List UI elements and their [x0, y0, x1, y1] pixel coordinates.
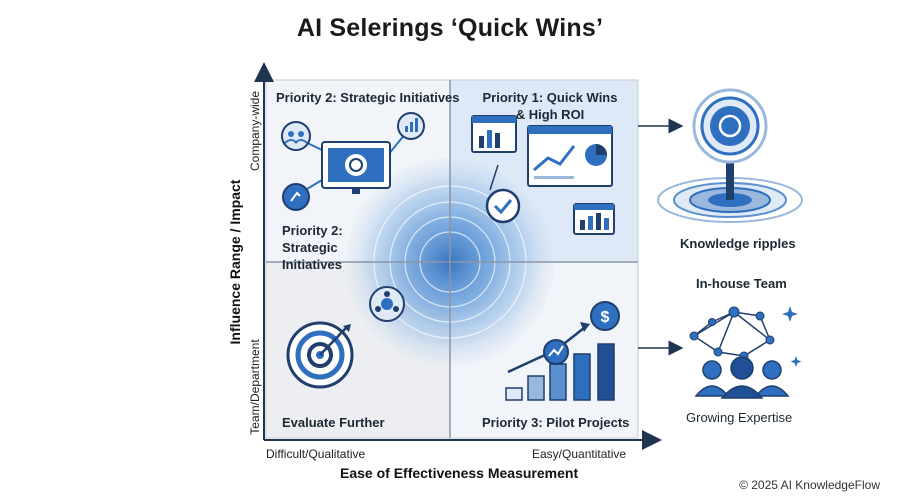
x-axis-title: Ease of Effectiveness Measurement — [340, 465, 579, 481]
strategy-network-icon — [281, 112, 425, 211]
quadrant-bottom-right-label: Priority 3: Pilot Projects — [482, 415, 630, 430]
quadrant-top-left-body: Priority 2: Strategic Initiatives — [282, 223, 343, 272]
quadrant-top-left-header: Priority 2: Strategic Initiatives — [276, 90, 460, 105]
hub-icon — [369, 286, 405, 322]
knowledge-ripples-icon — [657, 88, 803, 223]
target-icon — [286, 321, 354, 389]
y-axis-bottom-label: Team/Department — [248, 339, 262, 435]
team-network-icon — [689, 306, 802, 399]
knowledge-ripples-label: Knowledge ripples — [680, 236, 796, 251]
x-axis-right-label: Easy/Quantitative — [532, 447, 627, 461]
y-axis-title: Influence Range / Impact — [227, 179, 243, 345]
svg-text:$: $ — [601, 309, 610, 326]
copyright: © 2025 AI KnowledgeFlow — [739, 478, 880, 492]
x-axis-left-label: Difficult/Qualitative — [266, 447, 366, 461]
growth-chart-icon: $ — [505, 301, 620, 401]
in-house-team-label: In-house Team — [696, 276, 787, 291]
y-axis-top-label: Company-wide — [248, 90, 262, 171]
dashboard-icons — [471, 115, 615, 235]
page-title: AI Selerings ‘Quick Wins’ — [296, 14, 604, 42]
quadrant-bottom-left-label: Evaluate Further — [282, 415, 385, 430]
quadrant-top-right-header: Priority 1: Quick Wins & High ROI — [482, 90, 618, 122]
growing-expertise-label: Growing Expertise — [686, 410, 793, 425]
